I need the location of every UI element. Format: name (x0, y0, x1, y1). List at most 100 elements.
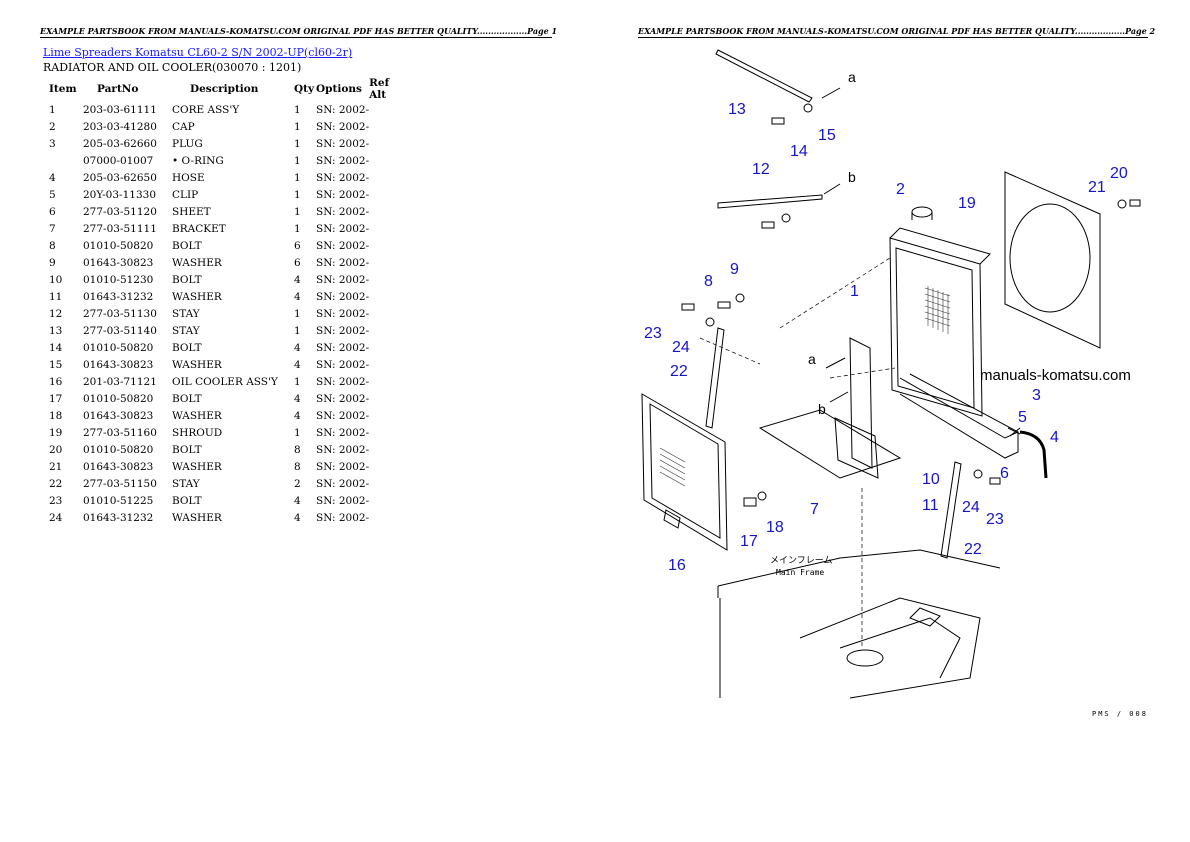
cell-ref-alt (369, 305, 409, 322)
col-description: Description (190, 83, 259, 95)
cell-partno: 01643-31232 (83, 511, 154, 524)
cell-partno: 01643-30823 (83, 409, 154, 422)
cell-description: WASHER (172, 409, 222, 422)
cell-ref-alt (369, 254, 409, 271)
cell-ref-alt (369, 339, 409, 356)
cell-item: 12 (49, 307, 63, 320)
cell-qty: 6 (294, 239, 301, 252)
cell-partno: 01010-51230 (83, 273, 154, 286)
cell-description: SHEET (172, 205, 211, 218)
cell-ref-alt (369, 220, 409, 237)
cell-options: SN: 2002- (316, 477, 370, 490)
cell-qty: 4 (294, 290, 301, 303)
shroud-shape (1004, 171, 1101, 349)
cell-description: SHROUD (172, 426, 223, 439)
cell-options: SN: 2002- (316, 426, 370, 439)
breadcrumb-link-model[interactable]: Lime Spreaders Komatsu (43, 46, 184, 59)
cell-item: 1 (49, 103, 56, 116)
stay-13-shape (715, 49, 813, 103)
stay-22-left-shape (705, 327, 725, 429)
callout-b: b (818, 401, 826, 417)
cell-description: WASHER (172, 511, 222, 524)
cell-partno: 01643-31232 (83, 290, 154, 303)
cell-ref-alt (369, 356, 409, 373)
cell-description: CAP (172, 120, 195, 133)
cell-qty: 8 (294, 443, 301, 456)
callout-14: 14 (790, 143, 808, 160)
cell-qty: 6 (294, 256, 301, 269)
parts-table: Item PartNo Description Qty Options Ref … (43, 77, 409, 526)
callout-19: 19 (958, 195, 976, 212)
callout-a: a (848, 69, 856, 85)
cell-options: SN: 2002- (316, 511, 370, 524)
cell-description: STAY (172, 477, 200, 490)
callout-16: 16 (668, 557, 686, 574)
cell-item: 19 (49, 426, 63, 439)
cell-item: 13 (49, 324, 63, 337)
cell-partno: 01010-50820 (83, 239, 154, 252)
col-partno: PartNo (97, 83, 139, 95)
main-frame-shape (717, 549, 1001, 587)
cell-description: BOLT (172, 341, 202, 354)
cell-ref-alt (369, 441, 409, 458)
cell-item: 16 (49, 375, 63, 388)
cell-partno: 01643-30823 (83, 358, 154, 371)
cell-options: SN: 2002- (316, 358, 370, 371)
breadcrumb-link-serial[interactable]: CL60-2 S/N 2002-UP(cl60-2r) (187, 46, 353, 59)
cell-ref-alt (369, 407, 409, 424)
cell-options: SN: 2002- (316, 120, 370, 133)
cell-partno: 203-03-41280 (83, 120, 157, 133)
callout-22: 22 (964, 541, 982, 558)
callout-23: 23 (986, 511, 1004, 528)
callout-8: 8 (704, 273, 713, 290)
cell-ref-alt (369, 118, 409, 135)
cell-description: CORE ASS'Y (172, 103, 240, 116)
cell-item: 24 (49, 511, 63, 524)
page-header-right: EXAMPLE PARTSBOOK FROM MANUALS-KOMATSU.C… (638, 26, 1156, 38)
callout-9: 9 (730, 261, 739, 278)
cell-partno: 205-03-62660 (83, 137, 157, 150)
cell-item: 18 (49, 409, 63, 422)
cell-item (43, 152, 83, 169)
cell-ref-alt (369, 203, 409, 220)
cell-description: STAY (172, 307, 200, 320)
cell-qty: 1 (294, 324, 301, 337)
page-code: PMS / 008 (1092, 710, 1148, 718)
cell-partno: 20Y-03-11330 (83, 188, 156, 201)
cell-description: CLIP (172, 188, 199, 201)
cell-qty: 1 (294, 426, 301, 439)
cell-description: WASHER (172, 460, 222, 473)
cell-partno: 277-03-51111 (83, 222, 157, 235)
cell-qty: 2 (294, 477, 301, 490)
cell-item: 7 (49, 222, 56, 235)
callout-21: 21 (1088, 179, 1106, 196)
cell-qty: 4 (294, 273, 301, 286)
cell-partno: 01010-50820 (83, 341, 154, 354)
oil-cooler-shape (641, 393, 728, 551)
cell-partno: 01643-30823 (83, 460, 154, 473)
cell-item: 2 (49, 120, 56, 133)
cell-options: SN: 2002- (316, 154, 370, 167)
cell-item: 17 (49, 392, 63, 405)
cap-shape (911, 206, 933, 218)
cell-qty: 1 (294, 375, 301, 388)
cell-options: SN: 2002- (316, 205, 370, 218)
cell-description: BOLT (172, 239, 202, 252)
callout-24: 24 (962, 499, 980, 516)
cell-partno: 01010-51225 (83, 494, 154, 507)
cell-options: SN: 2002- (316, 392, 370, 405)
